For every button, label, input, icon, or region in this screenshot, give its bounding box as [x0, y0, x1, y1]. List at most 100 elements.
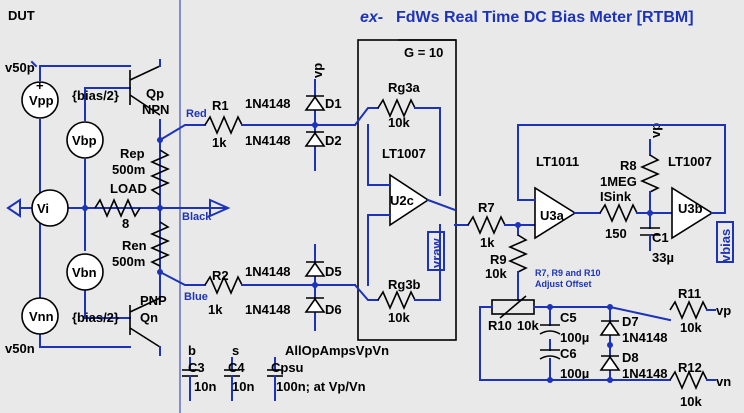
svg-text:NPN: NPN	[142, 102, 169, 117]
resistor-rg3b: Rg3b 10k	[353, 224, 441, 325]
svg-text:100n; at Vp/Vn: 100n; at Vp/Vn	[276, 379, 366, 394]
source-vnn: Vnn	[21, 297, 59, 335]
svg-text:1k: 1k	[212, 135, 227, 150]
svg-text:LT1007: LT1007	[382, 146, 426, 161]
svg-text:500m: 500m	[112, 162, 145, 177]
svg-text:1N4148: 1N4148	[245, 264, 291, 279]
svg-text:D6: D6	[325, 302, 342, 317]
gain-box: G = 10	[357, 39, 457, 341]
svg-text:8: 8	[122, 216, 129, 231]
svg-text:10k: 10k	[517, 318, 539, 333]
resistor-r12: R12 10k vn	[669, 360, 731, 409]
opamp-u3b: LT1007 U3b	[594, 124, 726, 240]
svg-text:+: +	[36, 78, 44, 93]
source-vi: Vi	[6, 189, 69, 227]
resistor-rg3a: Rg3a 10k	[353, 80, 441, 196]
diode-d8: D8 1N4148	[599, 344, 668, 381]
net-blue: Blue	[184, 291, 208, 303]
svg-text:10k: 10k	[680, 394, 702, 409]
svg-text:D2: D2	[325, 133, 342, 148]
svg-text:500m: 500m	[112, 254, 145, 269]
svg-text:LOAD: LOAD	[110, 181, 147, 196]
svg-text:R1: R1	[212, 98, 229, 113]
svg-text:100µ: 100µ	[560, 330, 589, 345]
svg-text:b: b	[188, 343, 196, 358]
transistor-qn: PNP Qn	[129, 293, 167, 356]
svg-text:s: s	[232, 343, 239, 358]
svg-text:PNP: PNP	[140, 293, 167, 308]
svg-text:Vbp: Vbp	[72, 133, 97, 148]
resistor-r9: R9 10k	[485, 224, 528, 301]
diode-d7: D7 1N4148	[599, 306, 668, 346]
svg-text:AllOpAmpsVpVn: AllOpAmpsVpVn	[285, 343, 389, 358]
pot-r10: R10 10k	[479, 295, 551, 381]
net-vp-r8: vp	[648, 123, 663, 138]
svg-text:10k: 10k	[388, 310, 410, 325]
diode-d5: 1N4148 D5	[245, 244, 342, 286]
dut-label: DUT	[8, 8, 35, 23]
cap-c5: C5 100µ	[539, 306, 589, 345]
svg-text:U3b: U3b	[678, 201, 703, 216]
svg-text:10k: 10k	[680, 320, 702, 335]
svg-text:vp: vp	[716, 303, 731, 318]
resistor-r8: R8 1MEG	[600, 139, 660, 214]
svg-text:Rep: Rep	[120, 146, 145, 161]
svg-text:1k: 1k	[480, 235, 495, 250]
svg-text:33µ: 33µ	[652, 250, 674, 265]
svg-text:C4: C4	[228, 360, 245, 375]
svg-text:D8: D8	[622, 350, 639, 365]
offset-note-2: Adjust Offset	[535, 279, 592, 289]
resistor-r7: R7 1k	[454, 200, 536, 250]
resistor-r1: R1 1k	[204, 98, 356, 150]
svg-text:Vnn: Vnn	[29, 309, 54, 324]
svg-text:100µ: 100µ	[560, 366, 589, 381]
svg-text:D1: D1	[325, 96, 342, 111]
svg-text:Ren: Ren	[122, 238, 147, 253]
svg-text:1MEG: 1MEG	[600, 174, 637, 189]
svg-text:C3: C3	[188, 360, 205, 375]
svg-text:LT1007: LT1007	[668, 154, 712, 169]
svg-text:1N4148: 1N4148	[245, 302, 291, 317]
svg-text:vn: vn	[716, 374, 731, 389]
svg-text:10n: 10n	[194, 379, 216, 394]
svg-text:Rg3b: Rg3b	[388, 277, 421, 292]
opamp-u2c: LT1007 U2c	[367, 124, 457, 286]
port-vbias: vbias	[716, 221, 734, 263]
svg-text:Vpp: Vpp	[29, 93, 54, 108]
svg-text:1N4148: 1N4148	[245, 96, 291, 111]
svg-text:U2c: U2c	[390, 193, 414, 208]
svg-text:D5: D5	[325, 264, 342, 279]
svg-text:10k: 10k	[388, 115, 410, 130]
resistor-r11: R11 10k vp	[669, 286, 731, 335]
svg-text:R7: R7	[478, 200, 495, 215]
bias-top-label: {bias/2}	[72, 88, 119, 103]
resistor-isink: ISink 150	[599, 189, 673, 241]
svg-text:Cpsu: Cpsu	[271, 360, 304, 375]
svg-text:Qp: Qp	[146, 86, 164, 101]
source-vbn: Vbn	[66, 253, 104, 291]
svg-text:10n: 10n	[232, 379, 254, 394]
svg-text:R10: R10	[488, 318, 512, 333]
resistor-load: LOAD 8	[94, 181, 147, 231]
svg-text:1N4148: 1N4148	[622, 366, 668, 381]
svg-text:C5: C5	[560, 310, 577, 325]
net-black: Black	[182, 211, 212, 223]
bias-bot-label: {bias/2}	[72, 310, 119, 325]
resistor-ren: Ren 500m	[112, 221, 170, 269]
net-red: Red	[186, 108, 207, 120]
diode-d2: 1N4148 D2	[245, 124, 342, 171]
svg-text:R8: R8	[620, 158, 637, 173]
svg-text:1N4148: 1N4148	[245, 133, 291, 148]
svg-text:G = 10: G = 10	[404, 45, 443, 60]
svg-text:D7: D7	[622, 314, 639, 329]
offset-note-1: R7, R9 and R10	[535, 268, 601, 278]
cap-c3: b C3 10n	[182, 343, 216, 401]
net-v50p: v50p	[5, 60, 35, 75]
svg-text:Vbn: Vbn	[72, 265, 97, 280]
resistor-rep: Rep 500m	[112, 146, 170, 196]
svg-text:1N4148: 1N4148	[622, 330, 668, 345]
svg-text:C1: C1	[652, 230, 669, 245]
source-vbp: Vbp	[66, 121, 104, 159]
